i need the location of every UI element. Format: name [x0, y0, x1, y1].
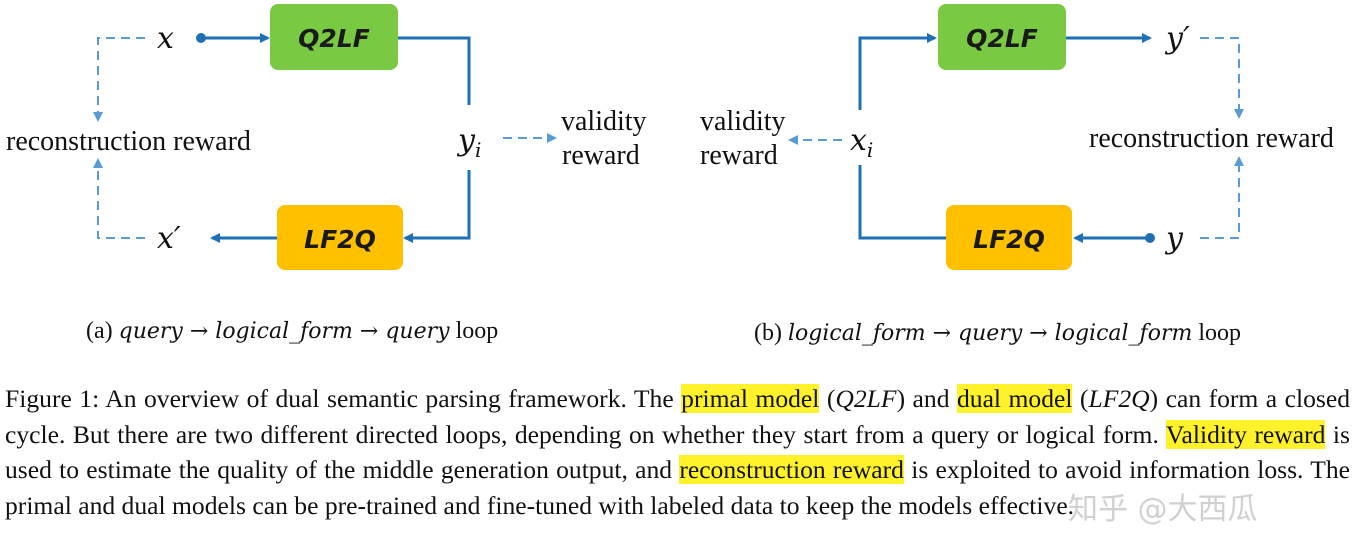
reconstruction-reward-label: reconstruction reward	[1089, 123, 1334, 154]
panel-a: Q2LF LF2Q x x′ yi reconstruction reward …	[6, 4, 647, 270]
lf2q-box	[277, 205, 403, 270]
lf2q-to-xi-line	[858, 165, 946, 240]
subcaption-b: (b) logical_form → query → logical_form …	[754, 320, 1241, 347]
figure-caption: Figure 1: An overview of dual semantic p…	[5, 384, 1351, 520]
subcaption-a: (a) query → logical_form → query loop	[86, 318, 498, 345]
q2lf-box-label: Q2LF	[966, 24, 1038, 53]
var-yi: yi	[456, 123, 481, 162]
subcaption-a-math: query → logical_form → query	[118, 319, 450, 344]
reconstruction-reward-label: reconstruction reward	[6, 126, 251, 157]
validity-label-line2: reward	[700, 140, 778, 171]
subcaption-a-prefix: (a)	[86, 318, 113, 344]
validity-label-line1: validity	[561, 106, 647, 137]
highlight-validity-reward: Validity reward	[1165, 419, 1326, 449]
subcaption-b-math: logical_form → query → logical_form	[787, 321, 1193, 346]
var-x: x	[157, 21, 174, 56]
validity-label-line2: reward	[562, 140, 640, 171]
var-y: y	[1164, 221, 1184, 256]
subcaption-b-prefix: (b)	[754, 320, 782, 346]
q2lf-to-yi-line	[398, 36, 471, 105]
validity-label-line1: validity	[700, 106, 786, 137]
highlight-primal-model: primal model	[681, 384, 820, 413]
lf2q-box	[946, 205, 1072, 270]
subcaption-b-suffix: loop	[1198, 320, 1241, 346]
xprime-to-reconstruction-dashed	[93, 158, 145, 239]
xi-to-q2lf-arrow	[858, 33, 937, 110]
var-xi: xi	[850, 123, 873, 162]
y-to-reconstruction-dashed	[1200, 156, 1244, 239]
dual-parsing-diagram: Q2LF LF2Q x x′ yi reconstruction reward …	[6, 4, 1334, 270]
highlight-dual-model: dual model	[956, 384, 1073, 413]
q2lf-box	[938, 4, 1066, 70]
var-x-prime: x′	[157, 221, 181, 256]
lf2q-box-label: LF2Q	[304, 225, 376, 254]
subcaption-a-suffix: loop	[455, 318, 499, 344]
q2lf-box	[270, 4, 398, 70]
yi-to-lf2q-arrow	[403, 170, 471, 243]
lf2q-box-label: LF2Q	[973, 225, 1045, 254]
yprime-to-reconstruction-dashed	[1200, 37, 1244, 119]
watermark: 知乎 @大西瓜	[1068, 492, 1258, 527]
panel-b: Q2LF LF2Q y′ y xi reconstruction reward …	[700, 4, 1334, 270]
highlight-reconstruction-reward: reconstruction reward	[679, 455, 904, 484]
q2lf-box-label: Q2LF	[298, 24, 370, 53]
var-y-prime: y′	[1164, 21, 1190, 56]
x-to-reconstruction-dashed	[93, 37, 145, 122]
